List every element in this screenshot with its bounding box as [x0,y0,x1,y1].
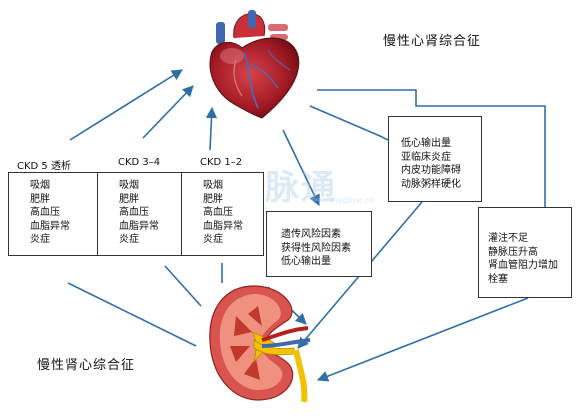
arrow-ckd34-to-heart [142,85,194,139]
title-cardiorenal: 慢性心肾综合征 [383,34,482,49]
risk-factor: 遗传风险因素 [281,229,341,240]
cardiac-factor: 内皮功能障碍 [401,165,461,176]
kidney-illustration [209,285,311,403]
line-heart-to-venous-box [317,89,546,207]
ckd-header-stage5: CKD 5 透析 [17,161,71,172]
ckd-column-stage5: 吸烟 肥胖 高血压 血脂异常 炎症 [9,173,98,255]
ckd-factor: 血脂异常 [30,220,70,232]
ckd-factor: 肥胖 [30,193,50,205]
ckd-factor: 肥胖 [119,193,139,205]
ckd-factor: 高血压 [203,207,233,218]
ckd-factor: 吸烟 [119,180,139,191]
watermark-url: medlive.cn [330,196,374,205]
ckd-factor: 炎症 [30,234,50,245]
arrow-venous-to-kidney [316,297,529,382]
cardiac-factor-box: 低心输出量 亚临床炎症 内皮功能障碍 动脉粥样硬化 [388,116,482,202]
cardiac-factor: 亚临床炎症 [401,151,451,163]
cardiac-factor: 低心输出量 [401,138,451,149]
arrow-ckd12-to-heart [205,106,218,151]
perfusion-factor: 肾血管阻力增加 [488,260,558,271]
perfusion-factor: 静脉压升高 [488,246,538,258]
ckd-factor: 炎症 [203,234,223,245]
arrow-ckd5-to-heart [69,69,183,141]
ckd-column-stage1-2: 吸烟 肥胖 高血压 血脂异常 炎症 [182,173,265,255]
ckd-factor: 吸烟 [203,180,223,191]
ckd-risk-factor-table: 吸烟 肥胖 高血压 血脂异常 炎症 吸烟 肥胖 高血压 血脂异常 炎症 吸烟 肥… [8,172,264,256]
ckd-factor: 吸烟 [30,180,50,191]
ckd-factor: 肥胖 [203,193,223,205]
heart-illustration [209,10,300,119]
ckd-factor: 血脂异常 [119,220,159,232]
ckd-factor: 高血压 [119,207,149,218]
line-ckd34-to-kidney [164,265,202,307]
perfusion-factor: 灌注不足 [488,233,528,244]
ckd-header-stage3-4: CKD 3–4 [118,157,161,168]
ckd-header-stage1-2: CKD 1–2 [200,157,243,168]
perfusion-factor-box: 灌注不足 静脉压升高 肾血管阻力增加 栓塞 [478,207,572,298]
risk-factor: 获得性风险因素 [281,242,351,254]
line-ckd5-to-kidney [67,282,197,347]
perfusion-factor: 栓塞 [488,273,508,285]
line-heart-to-cardiac-box [309,105,389,141]
ckd-column-stage3-4: 吸烟 肥胖 高血压 血脂异常 炎症 [98,173,182,255]
title-renocardiac: 慢性肾心综合征 [37,358,136,373]
arrow-heart-to-risk [282,129,320,207]
ckd-factor: 血脂异常 [203,220,243,232]
cardiac-factor: 动脉粥样硬化 [401,178,461,190]
ckd-factor: 炎症 [119,234,139,245]
ckd-factor: 高血压 [30,207,60,218]
risk-factor-box: 遗传风险因素 获得性风险因素 低心输出量 [266,211,372,277]
risk-factor: 低心输出量 [281,256,331,267]
